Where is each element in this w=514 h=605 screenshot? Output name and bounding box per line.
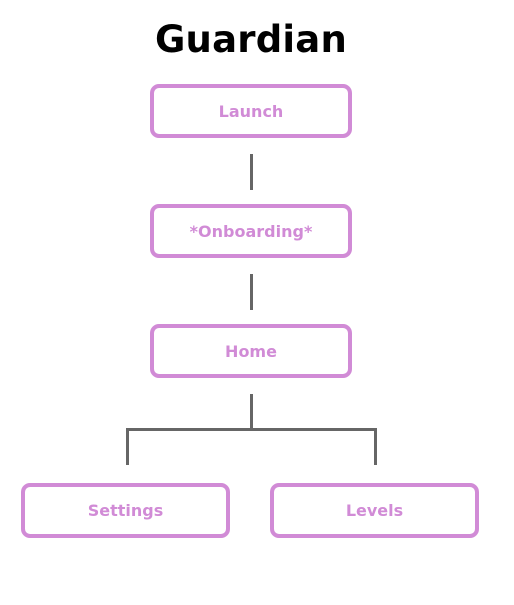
connector-home-stem <box>250 394 253 431</box>
diagram-title: Guardian <box>154 18 347 61</box>
connector-branch-settings <box>126 428 129 465</box>
node-settings[interactable]: Settings <box>21 483 230 538</box>
connector-branch-horizontal <box>126 428 377 431</box>
connector-launch-onboarding <box>250 154 253 190</box>
node-launch[interactable]: Launch <box>150 84 352 138</box>
node-home[interactable]: Home <box>150 324 352 378</box>
node-onboarding[interactable]: *Onboarding* <box>150 204 352 258</box>
connector-onboarding-home <box>250 274 253 310</box>
connector-branch-levels <box>374 428 377 465</box>
node-levels[interactable]: Levels <box>270 483 479 538</box>
